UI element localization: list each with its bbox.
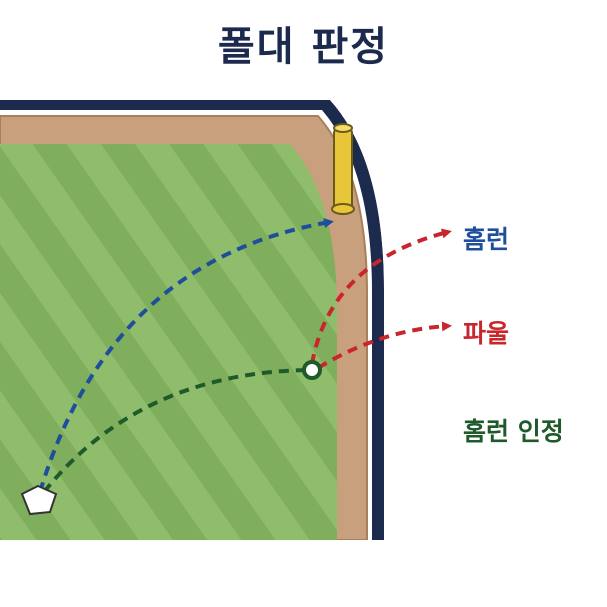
page-title: 폴대 판정 bbox=[217, 24, 390, 70]
foul-pole-icon bbox=[331, 123, 355, 215]
home-run-label: 홈런 bbox=[463, 225, 510, 254]
home-run-confirmed-label: 홈런 인정 bbox=[463, 417, 564, 446]
outfield-grass bbox=[0, 144, 337, 540]
home-plate-icon bbox=[20, 484, 58, 516]
confirmed-path bbox=[42, 368, 311, 494]
foul-path-right bbox=[316, 321, 452, 370]
home-run-path bbox=[38, 218, 334, 493]
foul-path-up bbox=[310, 228, 452, 365]
foul-label: 파울 bbox=[463, 319, 510, 348]
ring-marker-icon bbox=[302, 360, 322, 380]
